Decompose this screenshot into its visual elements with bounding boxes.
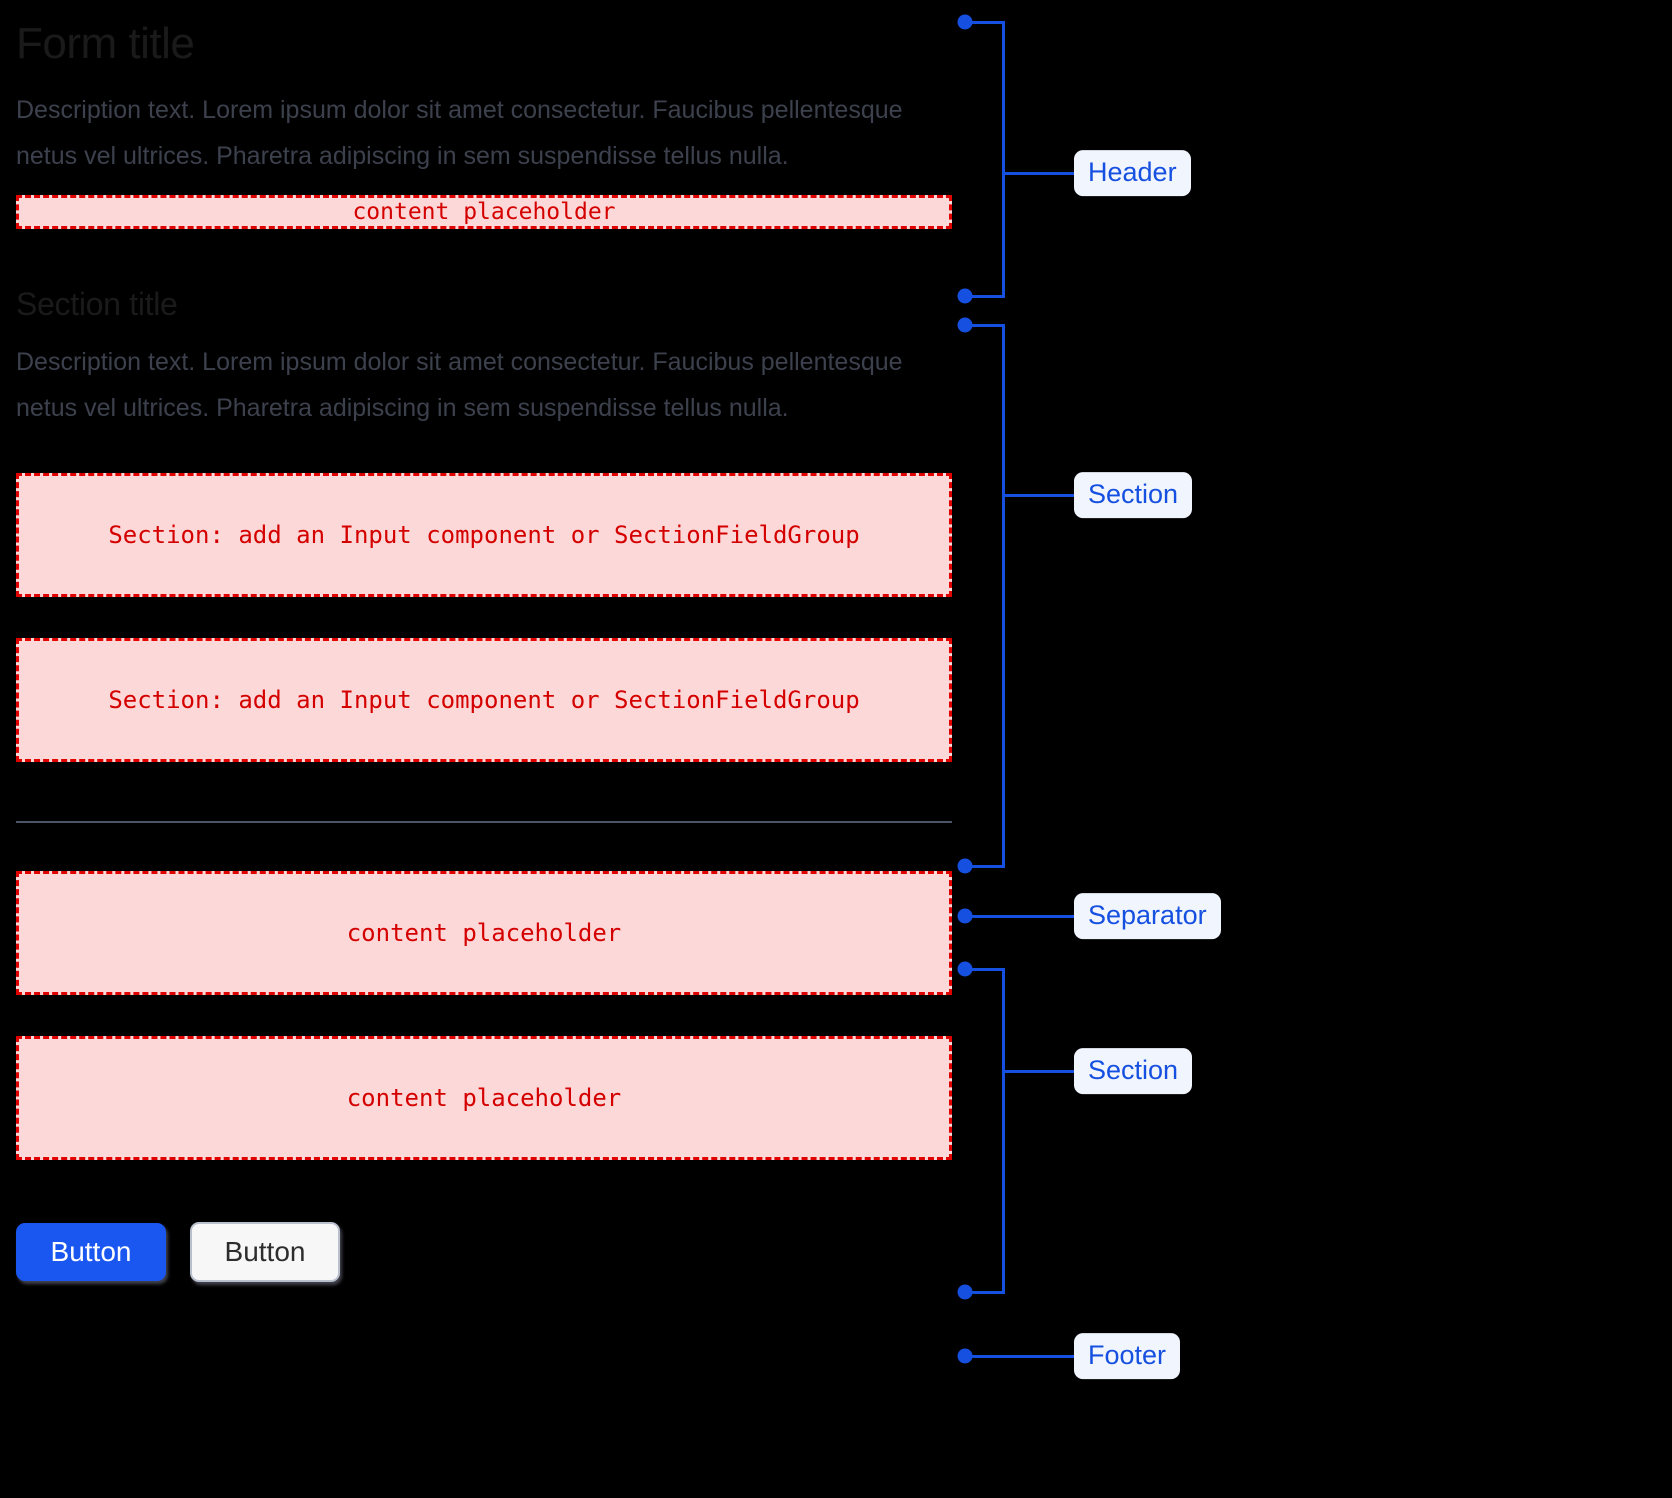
form-header: Form title Description text. Lorem ipsum…	[16, 0, 952, 229]
section-one-bracket-bottom-arm	[965, 865, 1005, 868]
annotation-badge-section-two[interactable]: Section	[1074, 1048, 1193, 1094]
section-two-placeholder-2[interactable]: content placeholder	[16, 1036, 952, 1161]
section-two-bracket-bottom-arm	[965, 1291, 1005, 1294]
section-one-bracket-top-arm	[965, 324, 1005, 327]
section-two-bracket-top-arm	[965, 968, 1005, 971]
form-separator	[16, 821, 952, 824]
header-bracket-bottom-arm	[965, 295, 1005, 298]
section-one-field-placeholder-2[interactable]: Section: add an Input component or Secti…	[16, 638, 952, 763]
section-two-badge-connector	[1002, 1070, 1074, 1073]
header-badge-connector	[1002, 172, 1074, 175]
annotation-badge-section-one[interactable]: Section	[1074, 472, 1193, 518]
header-bracket-top-arm	[965, 21, 1005, 24]
section-one-bracket-spine	[1002, 324, 1005, 867]
annotation-badge-separator[interactable]: Separator	[1074, 893, 1221, 939]
section-one-badge-connector	[1002, 494, 1074, 497]
annotation-badge-footer[interactable]: Footer	[1074, 1333, 1181, 1379]
section-one-field-placeholder-1[interactable]: Section: add an Input component or Secti…	[16, 473, 952, 598]
separator-badge-connector	[965, 915, 1075, 918]
header-bracket-spine	[1002, 21, 1005, 297]
form-footer: Button Button	[16, 1222, 952, 1283]
form-description: Description text. Lorem ipsum dolor sit …	[16, 95, 903, 170]
section-one-description: Description text. Lorem ipsum dolor sit …	[16, 348, 903, 423]
form-container: Form title Description text. Lorem ipsum…	[16, 0, 952, 1283]
form-section-two: content placeholder content placeholder	[16, 871, 952, 1161]
header-content-placeholder[interactable]: content placeholder	[16, 194, 952, 229]
primary-button[interactable]: Button	[16, 1223, 166, 1282]
annotation-badge-header[interactable]: Header	[1074, 150, 1191, 196]
section-one-title: Section title	[16, 285, 178, 322]
section-two-bracket-spine	[1002, 968, 1005, 1293]
secondary-button[interactable]: Button	[190, 1222, 340, 1283]
footer-badge-connector	[965, 1355, 1075, 1358]
section-two-placeholder-1[interactable]: content placeholder	[16, 871, 952, 996]
form-section-one: Section title Description text. Lorem ip…	[16, 285, 952, 763]
form-title: Form title	[16, 19, 195, 68]
